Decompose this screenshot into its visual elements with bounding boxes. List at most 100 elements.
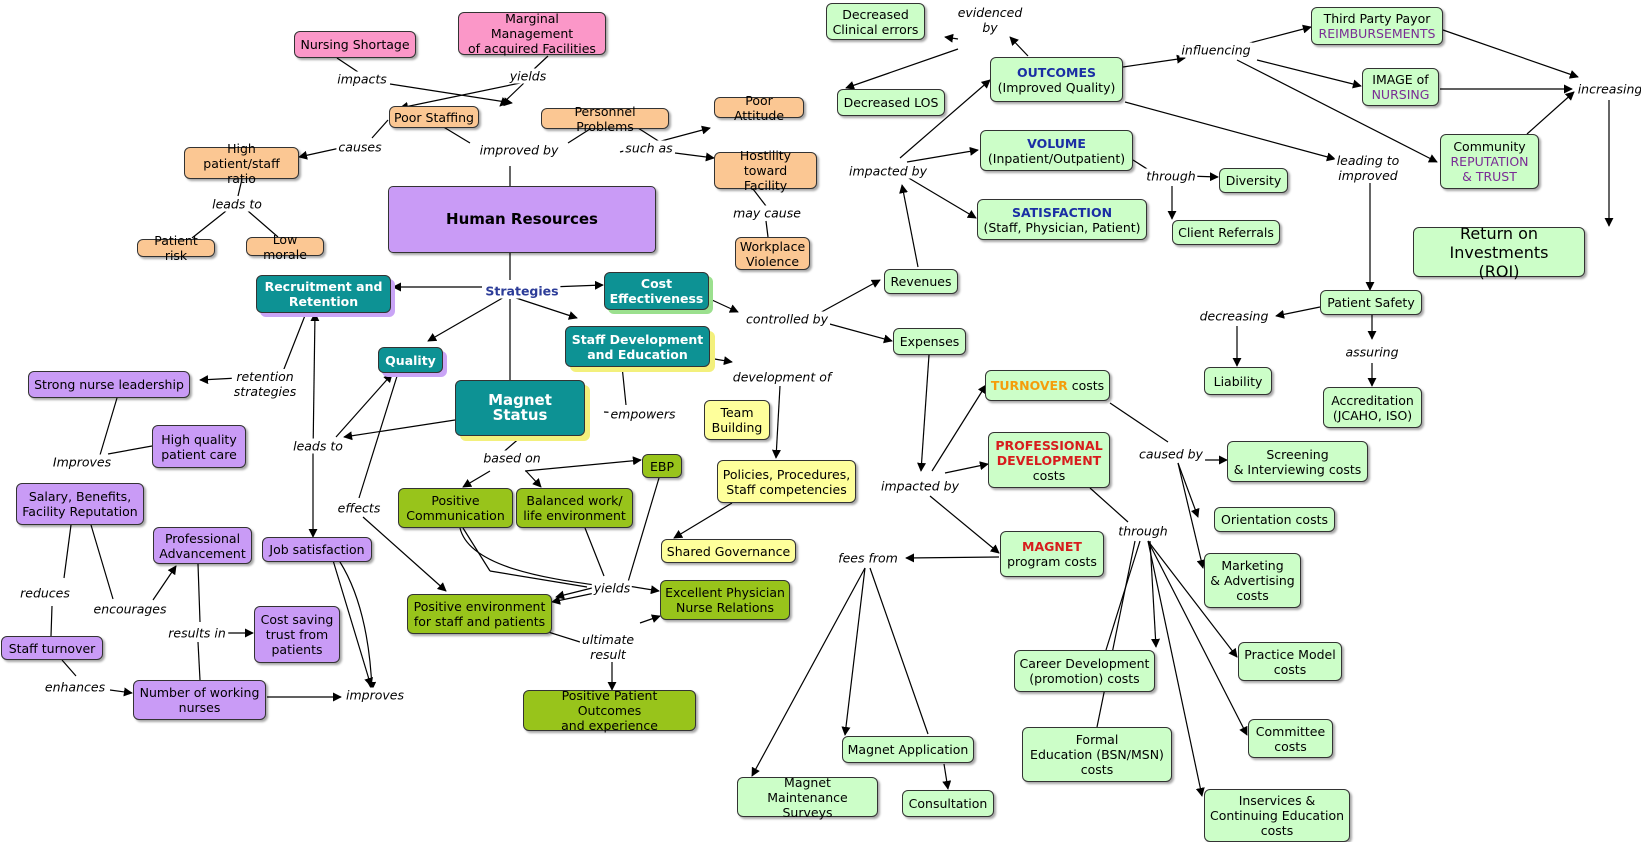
node-poor-staffing[interactable]: Poor Staffing xyxy=(389,106,479,128)
label-causes: causes xyxy=(336,139,384,155)
node-turnover-costs[interactable]: TURNOVER costs xyxy=(985,370,1110,401)
node-ebp[interactable]: EBP xyxy=(642,454,682,478)
node-quality[interactable]: Quality xyxy=(378,347,443,373)
node-diversity[interactable]: Diversity xyxy=(1219,168,1288,193)
node-job-satisfaction[interactable]: Job satisfaction xyxy=(262,537,372,562)
node-outcomes[interactable]: OUTCOMES(Improved Quality) xyxy=(990,57,1123,102)
node-text-line: Salary, Benefits, xyxy=(28,489,132,504)
label-text-line: such as xyxy=(625,140,673,156)
node-personnel-problems[interactable]: Personnel Problems xyxy=(541,104,669,134)
node-career-development-costs[interactable]: Career Development(promotion) costs xyxy=(1014,650,1155,692)
node-magnet-application[interactable]: Magnet Application xyxy=(842,736,974,763)
node-expenses[interactable]: Expenses xyxy=(893,328,966,355)
connector-line xyxy=(944,33,959,43)
node-policies-procedures[interactable]: Policies, Procedures,Staff competencies xyxy=(717,460,856,503)
node-text-line: costs xyxy=(1236,588,1269,603)
node-shared-governance[interactable]: Shared Governance xyxy=(661,539,796,563)
node-nursing-shortage[interactable]: Nursing Shortage xyxy=(294,31,416,58)
connector-line xyxy=(627,585,660,595)
node-text-line: nurses xyxy=(178,700,221,715)
node-volume[interactable]: VOLUME(Inpatient/Outpatient) xyxy=(980,130,1133,171)
label-decreasing: decreasing xyxy=(1197,308,1271,324)
connector-line xyxy=(1147,540,1205,797)
node-low-morale[interactable]: Low morale xyxy=(246,232,324,262)
connector-line xyxy=(281,312,307,375)
node-text-line: costs xyxy=(1273,661,1307,677)
label-text-line: impacted by xyxy=(849,163,927,179)
node-text-line: costs xyxy=(1067,378,1105,393)
node-accent-line: REPUTATION xyxy=(1450,154,1529,169)
node-magnet-status[interactable]: Magnet Status xyxy=(455,380,585,436)
connector-line xyxy=(1109,402,1169,443)
connector-line xyxy=(399,81,526,111)
node-satisfaction[interactable]: SATISFACTION(Staff, Physician, Patient) xyxy=(977,199,1147,240)
node-accent-line: & TRUST xyxy=(1462,169,1517,184)
node-text-line: ratio xyxy=(227,170,256,186)
label-through-2: through xyxy=(1116,523,1170,539)
node-balanced-work-life[interactable]: Balanced work/life environment xyxy=(516,488,633,528)
node-screening-costs[interactable]: Screening& Interviewing costs xyxy=(1227,441,1368,482)
label-text-line: reduces xyxy=(20,585,70,601)
node-liability[interactable]: Liability xyxy=(1204,367,1272,395)
node-human-resources[interactable]: Human Resources xyxy=(388,186,656,253)
label-leads-to: leads to xyxy=(210,196,264,212)
node-roi[interactable]: Return on Investments(ROI) xyxy=(1413,224,1585,281)
node-text-line: Staff competencies xyxy=(726,481,847,497)
node-accreditation[interactable]: Accreditation(JCAHO, ISO) xyxy=(1323,387,1422,428)
connector-line xyxy=(524,456,642,472)
node-salary-benefits[interactable]: Salary, Benefits,Facility Reputation xyxy=(16,483,144,525)
connector-line xyxy=(489,570,588,588)
label-text-line: encourages xyxy=(93,601,167,617)
node-revenues[interactable]: Revenues xyxy=(884,269,958,294)
node-text-line: High quality xyxy=(161,431,237,447)
connector-line xyxy=(765,220,769,238)
node-text-line: (Improved Quality) xyxy=(997,79,1116,95)
node-text-line: Clinical errors xyxy=(832,21,919,37)
node-client-referrals[interactable]: Client Referrals xyxy=(1172,220,1280,245)
label-text-line: strategies xyxy=(233,384,297,399)
label-text-line: leads to xyxy=(293,438,343,454)
node-consultation[interactable]: Consultation xyxy=(902,790,994,817)
node-text-line: trust from xyxy=(265,627,329,642)
connector-line xyxy=(621,365,627,406)
connector-line xyxy=(815,279,881,316)
node-strong-nurse-leadership[interactable]: Strong nurse leadership xyxy=(28,371,190,398)
node-patient-risk[interactable]: Patient risk xyxy=(137,233,215,263)
node-orientation-costs[interactable]: Orientation costs xyxy=(1214,507,1335,532)
node-staff-turnover[interactable]: Staff turnover xyxy=(1,636,103,660)
connector-line xyxy=(906,146,979,163)
label-reduces: reduces xyxy=(18,585,72,601)
node-poor-attitude[interactable]: Poor Attitude xyxy=(714,93,804,123)
node-decreased-los[interactable]: Decreased LOS xyxy=(837,89,945,116)
node-patient-safety[interactable]: Patient Safety xyxy=(1320,290,1422,315)
node-text-line: Career Development xyxy=(1019,656,1150,671)
